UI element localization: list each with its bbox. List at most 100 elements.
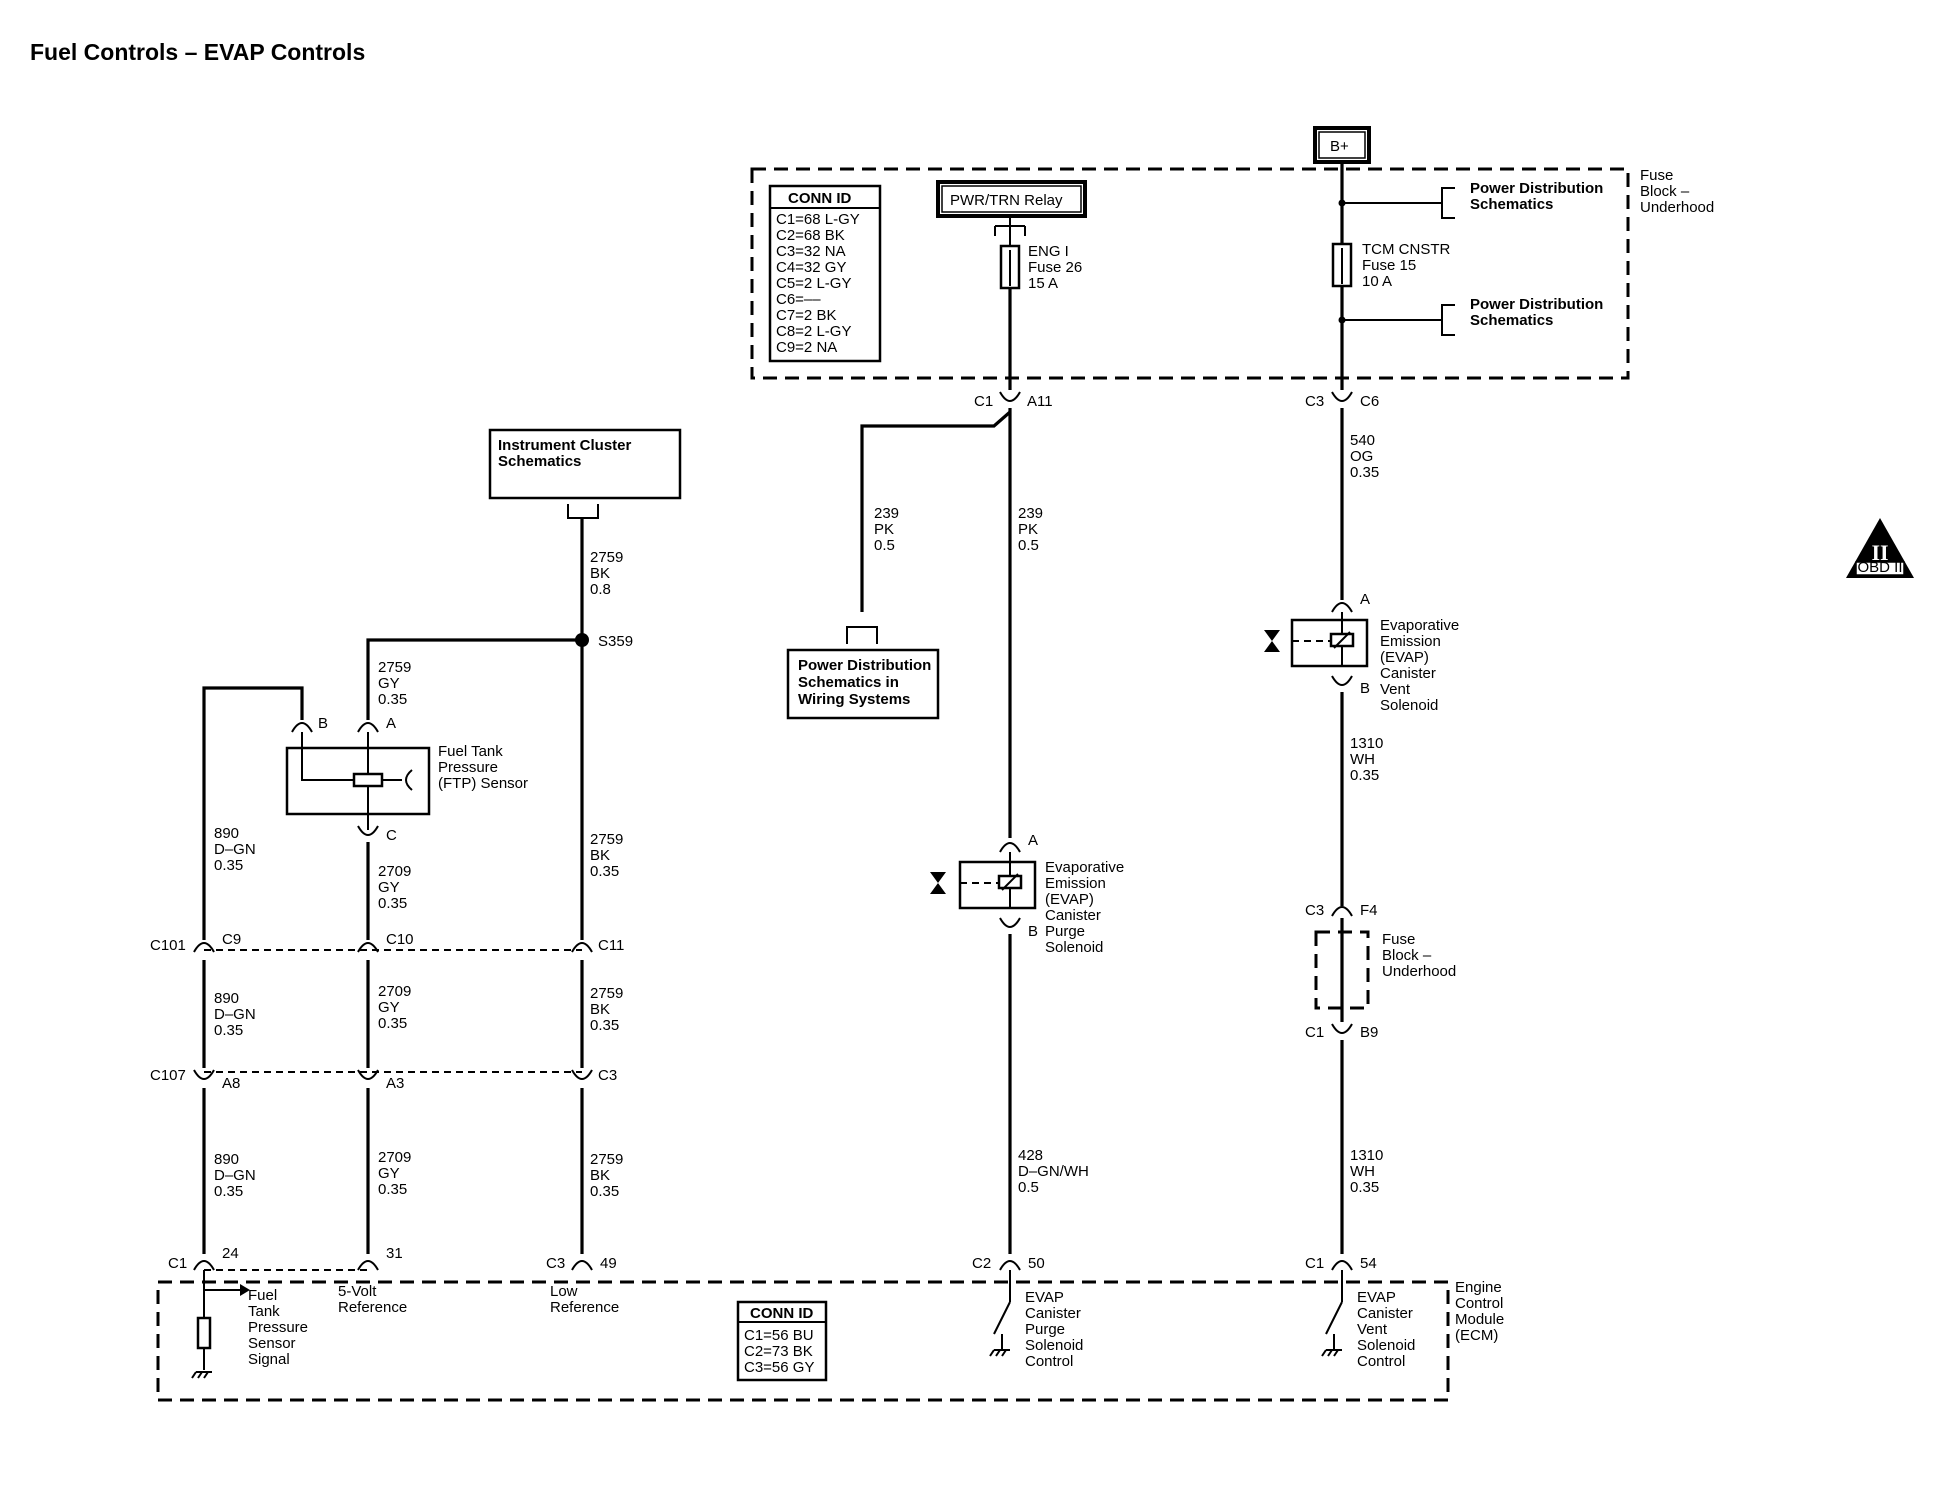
svg-text:Engine: Engine: [1455, 1279, 1502, 1296]
svg-text:2759: 2759: [590, 831, 623, 848]
ecm-fuel-tank-signal-label: Fuel Tank Pressure Sensor Signal: [248, 1287, 308, 1368]
obd-ii-icon: II OBD II: [1846, 518, 1914, 578]
svg-text:Fuse 26: Fuse 26: [1028, 259, 1082, 276]
svg-text:C2=73 BK: C2=73 BK: [744, 1343, 813, 1360]
instrument-cluster-connector: [567, 504, 599, 519]
svg-text:2709: 2709: [378, 863, 411, 880]
svg-text:C2: C2: [972, 1255, 991, 1272]
svg-text:C6=––: C6=––: [776, 291, 821, 308]
ecm-pin-50: [999, 1260, 1021, 1271]
wire-2759-bk-a-label: 2759 BK 0.35: [590, 831, 623, 880]
svg-text:Underhood: Underhood: [1382, 963, 1456, 980]
svg-text:50: 50: [1028, 1255, 1045, 1272]
svg-text:890: 890: [214, 990, 239, 1007]
ecm-purge-control-label: EVAP Canister Purge Solenoid Control: [1025, 1289, 1083, 1370]
svg-text:CONN ID: CONN ID: [788, 190, 852, 207]
svg-text:Vent: Vent: [1380, 681, 1411, 698]
svg-text:0.5: 0.5: [1018, 537, 1039, 554]
svg-text:Emission: Emission: [1045, 875, 1106, 892]
svg-text:0.35: 0.35: [214, 1022, 243, 1039]
ecm-pin-54: [1331, 1260, 1353, 1271]
svg-text:C3: C3: [1305, 393, 1324, 410]
svg-text:BK: BK: [590, 1001, 610, 1018]
svg-text:0.35: 0.35: [1350, 1179, 1379, 1196]
svg-text:31: 31: [386, 1245, 403, 1262]
svg-text:5-Volt: 5-Volt: [338, 1283, 377, 1300]
svg-text:C11: C11: [598, 937, 624, 954]
svg-text:15 A: 15 A: [1028, 275, 1058, 292]
conn-id-table-bottom: CONN ID C1=56 BU C2=73 BK C3=56 GY: [736, 1300, 828, 1382]
svg-text:Module: Module: [1455, 1311, 1504, 1328]
svg-text:2759: 2759: [590, 985, 623, 1002]
ecm-pin-49: [571, 1260, 593, 1271]
svg-text:(EVAP): (EVAP): [1045, 891, 1094, 908]
ecm-vent-switch: [1321, 1270, 1343, 1357]
ecm-low-ref-label: Low Reference: [550, 1283, 619, 1316]
svg-text:Solenoid: Solenoid: [1357, 1337, 1415, 1354]
wire-428-label: 428 D–GN/WH 0.5: [1018, 1147, 1089, 1196]
svg-text:Underhood: Underhood: [1640, 199, 1714, 216]
svg-text:Fuse: Fuse: [1382, 931, 1415, 948]
wire-239-left-label: 239 PK 0.5: [874, 505, 899, 554]
ecm-pin-24: [193, 1260, 215, 1271]
svg-text:Canister: Canister: [1380, 665, 1436, 682]
svg-text:Signal: Signal: [248, 1351, 290, 1368]
svg-text:Canister: Canister: [1045, 907, 1101, 924]
wire-239-left: [860, 410, 1012, 612]
svg-text:Pressure: Pressure: [438, 759, 498, 776]
conn-id-table-top: CONN ID C1=68 L-GY C2=68 BK C3=32 NA C4=…: [768, 184, 882, 363]
svg-text:EVAP: EVAP: [1025, 1289, 1064, 1306]
svg-text:54: 54: [1360, 1255, 1377, 1272]
svg-text:Control: Control: [1025, 1353, 1073, 1370]
svg-text:B: B: [1360, 680, 1370, 697]
fuse-tcm-label: TCM CNSTR Fuse 15 10 A: [1362, 241, 1450, 290]
svg-text:Fuse 15: Fuse 15: [1362, 257, 1416, 274]
svg-text:Control: Control: [1455, 1295, 1503, 1312]
svg-text:0.35: 0.35: [1350, 767, 1379, 784]
purge-solenoid-symbol: [930, 852, 1037, 910]
relay-output-wire: [994, 216, 1026, 250]
svg-text:Schematics: Schematics: [1470, 312, 1553, 329]
svg-text:C2=68 BK: C2=68 BK: [776, 227, 845, 244]
svg-text:GY: GY: [378, 879, 400, 896]
svg-text:OG: OG: [1350, 448, 1373, 465]
pd2-connector-bracket: [1441, 304, 1455, 336]
wire-1310-a-label: 1310 WH 0.35: [1350, 735, 1383, 784]
ftp-sensor-label: Fuel Tank Pressure (FTP) Sensor: [438, 743, 528, 792]
svg-text:0.8: 0.8: [590, 581, 611, 598]
svg-text:49: 49: [600, 1255, 617, 1272]
vent-connector-a: [1331, 602, 1353, 613]
power-distribution-wiring-box: Power Distribution Schematics in Wiring …: [786, 648, 940, 720]
svg-text:1310: 1310: [1350, 735, 1383, 752]
svg-text:10 A: 10 A: [1362, 273, 1392, 290]
svg-text:Vent: Vent: [1357, 1321, 1388, 1338]
svg-text:2759: 2759: [378, 659, 411, 676]
svg-text:C3=32 NA: C3=32 NA: [776, 243, 846, 260]
wire-239-right-label: 239 PK 0.5: [1018, 505, 1043, 554]
svg-text:OBD II: OBD II: [1857, 559, 1902, 576]
svg-text:239: 239: [1018, 505, 1043, 522]
svg-text:A3: A3: [386, 1075, 404, 1092]
svg-text:C3: C3: [546, 1255, 565, 1272]
ftp-connector-c: [357, 825, 379, 836]
svg-text:C1: C1: [168, 1255, 187, 1272]
svg-text:890: 890: [214, 1151, 239, 1168]
svg-text:C1: C1: [1305, 1255, 1324, 1272]
svg-text:F4: F4: [1360, 902, 1378, 919]
svg-text:(FTP) Sensor: (FTP) Sensor: [438, 775, 528, 792]
svg-text:Control: Control: [1357, 1353, 1405, 1370]
svg-text:C: C: [386, 827, 397, 844]
svg-text:A11: A11: [1027, 393, 1053, 410]
svg-text:Instrument Cluster: Instrument Cluster: [498, 437, 632, 454]
wire-2709-a-label: 2709 GY 0.35: [378, 863, 411, 912]
vent-solenoid-symbol: [1264, 612, 1369, 668]
connector-c3-f4: [1331, 906, 1353, 917]
svg-text:Reference: Reference: [338, 1299, 407, 1316]
ecm-label: Engine Control Module (ECM): [1455, 1279, 1504, 1344]
svg-text:2709: 2709: [378, 983, 411, 1000]
svg-text:A: A: [1028, 832, 1038, 849]
svg-text:(EVAP): (EVAP): [1380, 649, 1429, 666]
svg-text:0.35: 0.35: [378, 691, 407, 708]
svg-text:D–GN: D–GN: [214, 841, 256, 858]
power-distribution-label-2: Power Distribution Schematics: [1470, 296, 1603, 329]
